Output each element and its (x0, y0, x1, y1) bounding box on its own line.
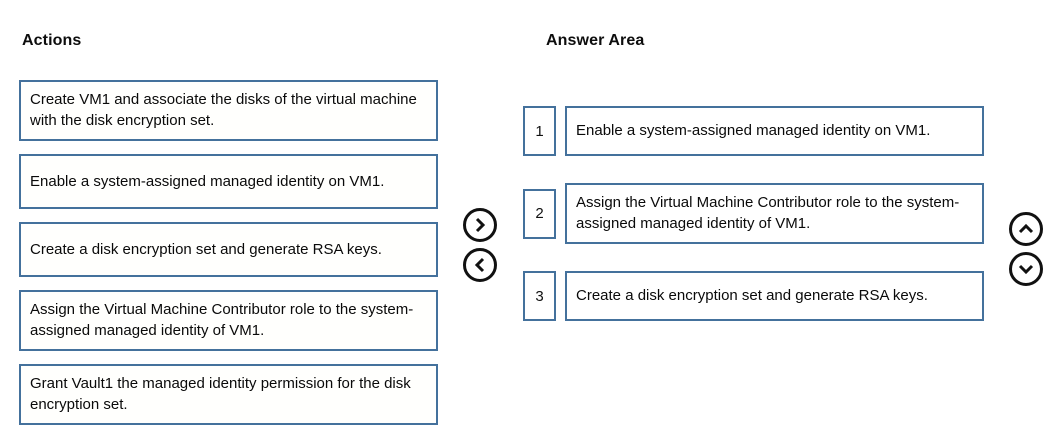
answer-index: 2 (523, 188, 556, 239)
action-item[interactable]: Assign the Virtual Machine Contributor r… (19, 290, 438, 351)
action-item[interactable]: Grant Vault1 the managed identity permis… (19, 364, 438, 425)
answer-area-panel-title: Answer Area (546, 32, 645, 49)
action-item[interactable]: Enable a system-assigned managed identit… (19, 154, 438, 209)
action-item[interactable]: Create VM1 and associate the disks of th… (19, 80, 438, 141)
answer-area-list: 1 Enable a system-assigned managed ident… (523, 106, 985, 348)
action-item[interactable]: Create a disk encryption set and generat… (19, 222, 438, 277)
answer-text[interactable]: Create a disk encryption set and generat… (565, 271, 984, 321)
move-up-button[interactable] (1009, 212, 1043, 246)
answer-text[interactable]: Enable a system-assigned managed identit… (565, 106, 984, 156)
answer-row[interactable]: 3 Create a disk encryption set and gener… (523, 271, 985, 321)
chevron-left-icon (473, 257, 487, 273)
chevron-right-icon (473, 217, 487, 233)
move-right-button[interactable] (463, 208, 497, 242)
answer-row[interactable]: 2 Assign the Virtual Machine Contributor… (523, 183, 985, 244)
chevron-up-icon (1018, 222, 1034, 236)
answer-text[interactable]: Assign the Virtual Machine Contributor r… (565, 183, 984, 244)
actions-panel-title: Actions (22, 32, 82, 49)
move-button-group (463, 208, 501, 288)
answer-index: 1 (523, 106, 556, 156)
move-down-button[interactable] (1009, 252, 1043, 286)
chevron-down-icon (1018, 262, 1034, 276)
actions-list: Create VM1 and associate the disks of th… (19, 80, 438, 438)
move-left-button[interactable] (463, 248, 497, 282)
answer-row[interactable]: 1 Enable a system-assigned managed ident… (523, 106, 985, 156)
answer-index: 3 (523, 271, 556, 321)
reorder-button-group (1009, 212, 1047, 292)
